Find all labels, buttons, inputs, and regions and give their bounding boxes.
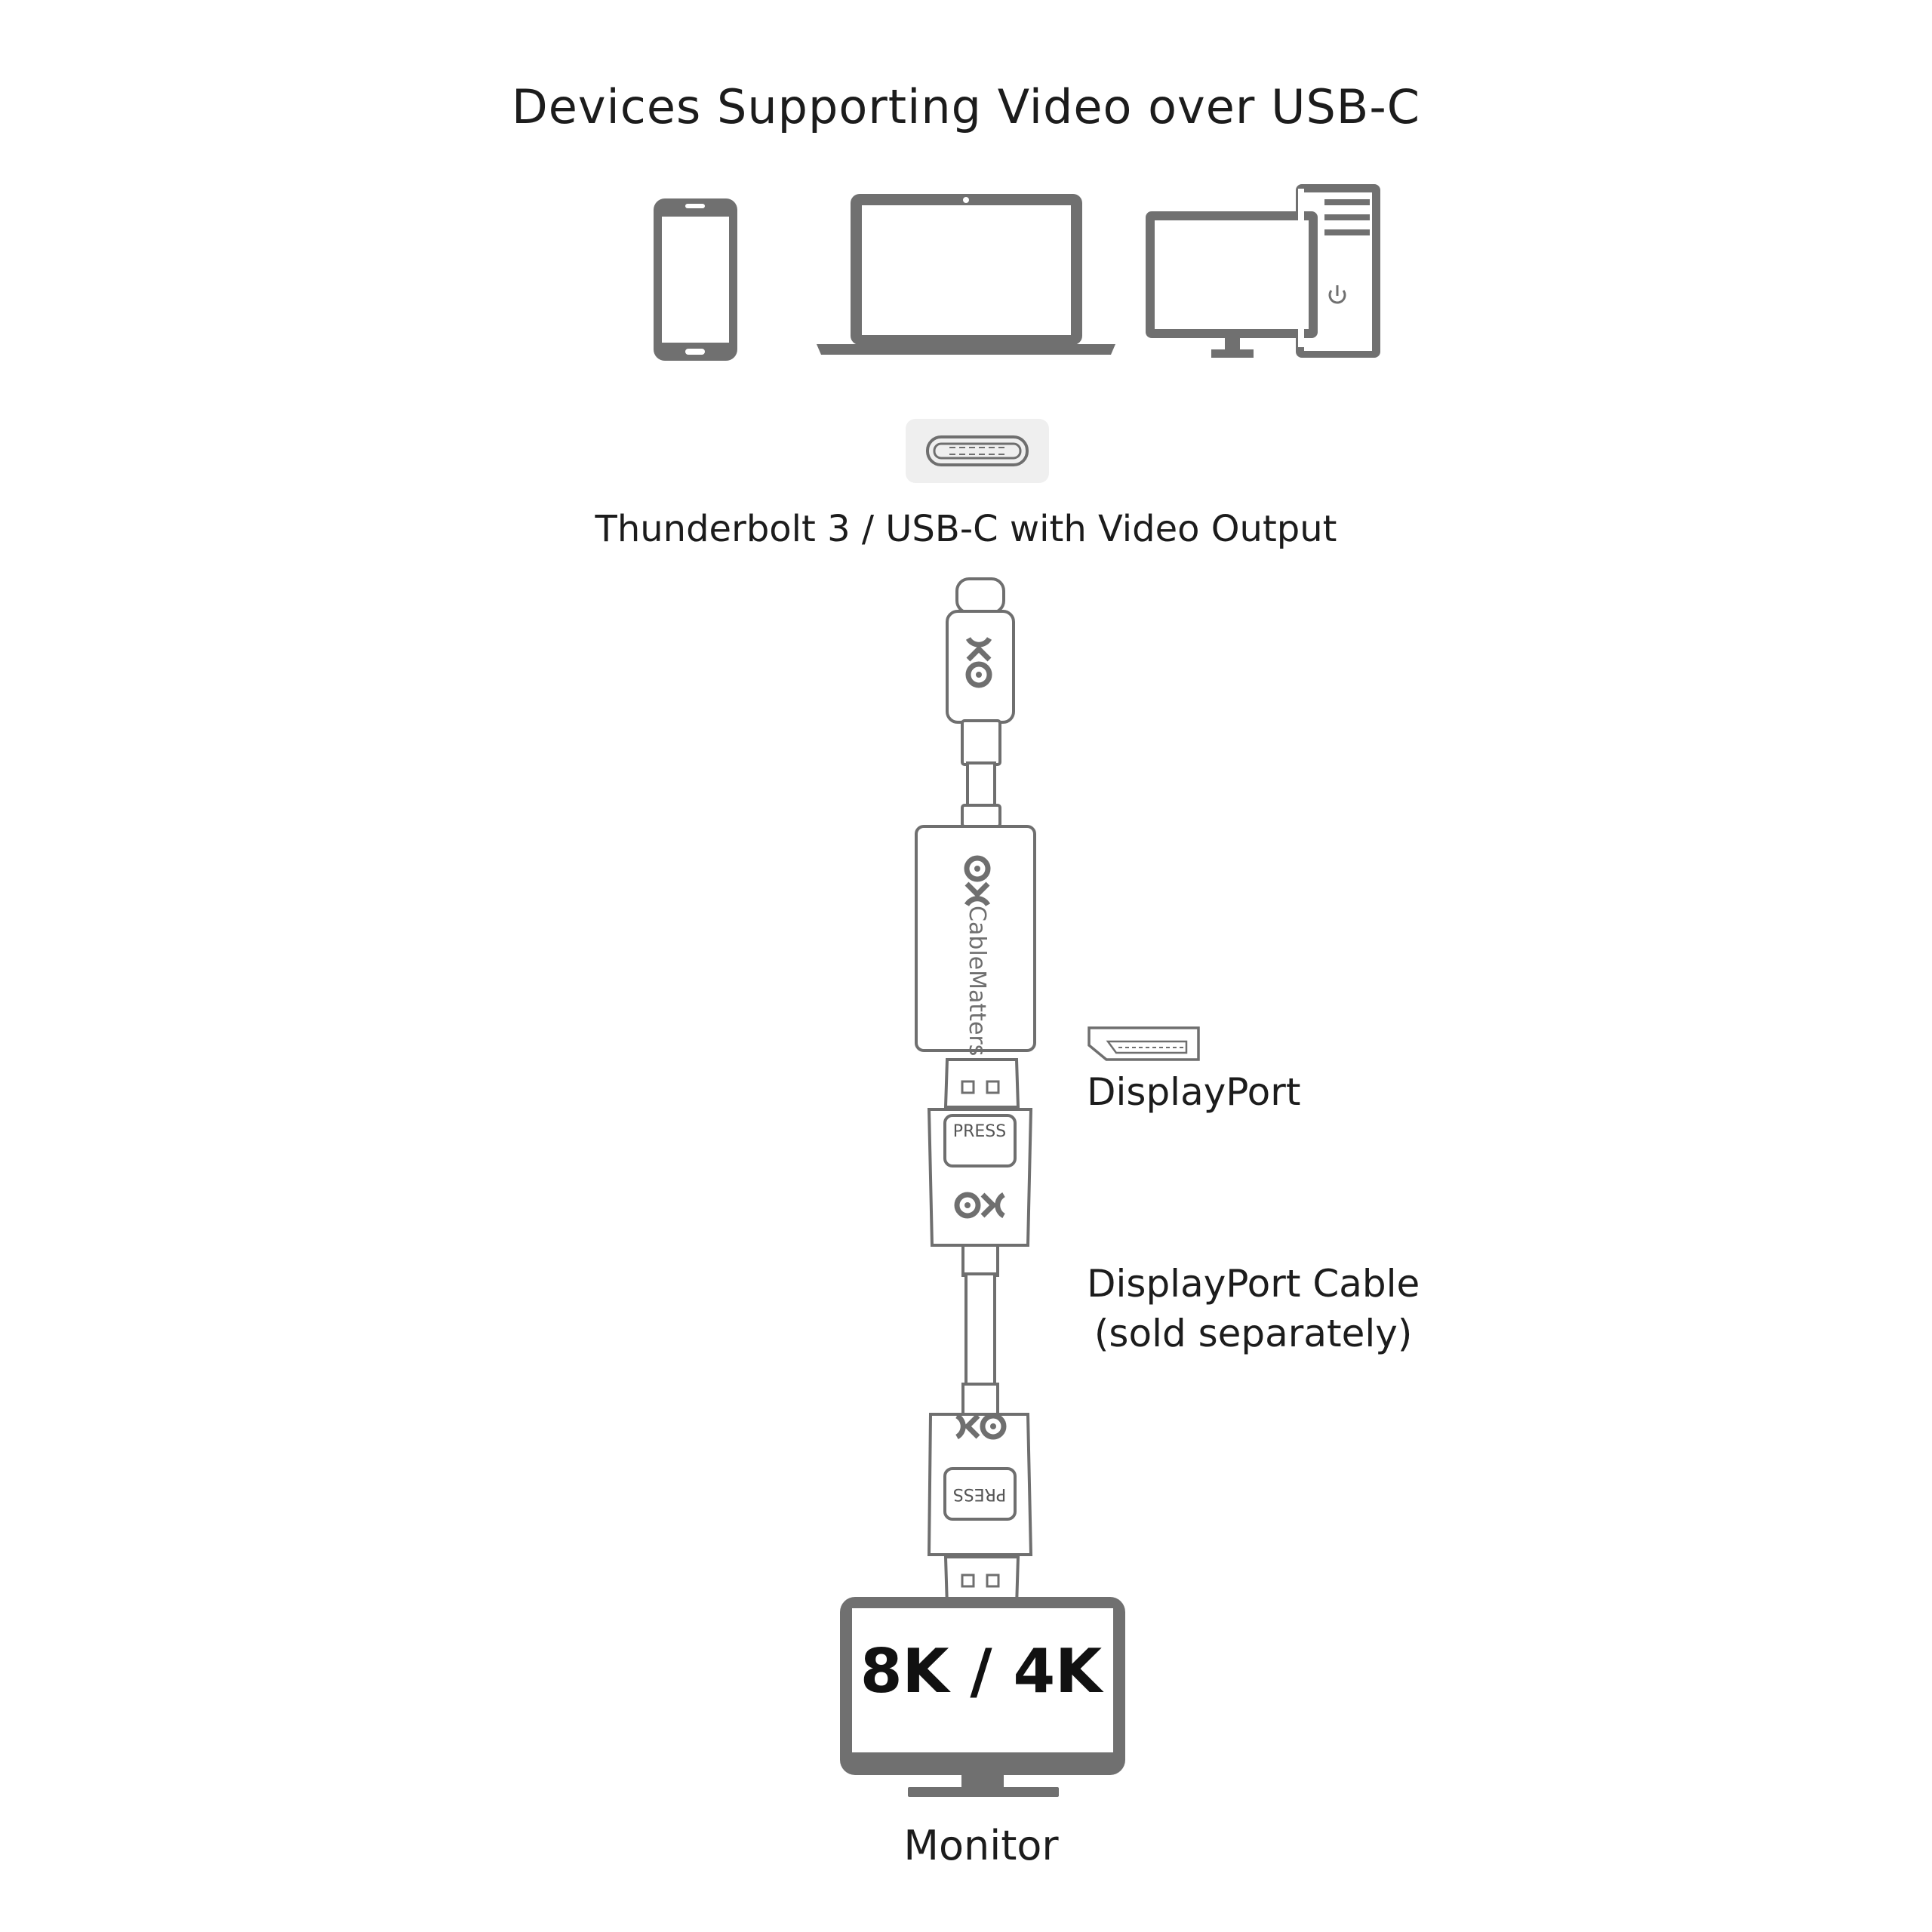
usb-c-port-icon	[906, 419, 1049, 483]
adapter-body	[915, 825, 1036, 1052]
press-text-lower: PRESS	[953, 1484, 1006, 1503]
adapter-brand-text: CableMatters	[964, 906, 990, 1056]
usb-c-port-label: Thunderbolt 3 / USB-C with Video Output	[595, 508, 1337, 550]
cable-label-line1: DisplayPort Cable	[1087, 1262, 1420, 1306]
usb-c-plug-icon	[946, 577, 1015, 828]
monitor-icon	[840, 1597, 1125, 1797]
desktop-computer-icon	[1146, 184, 1380, 358]
displayport-port-icon	[1088, 1026, 1200, 1061]
diagram-title: Devices Supporting Video over USB-C	[511, 79, 1421, 134]
smartphone-icon	[654, 198, 737, 361]
press-text-upper: PRESS	[953, 1122, 1006, 1141]
displayport-plug-upper	[927, 1058, 1033, 1416]
displayport-label: DisplayPort	[1087, 1070, 1301, 1114]
cable-label: DisplayPort Cable (sold separately)	[1087, 1259, 1420, 1358]
cable-label-line2: (sold separately)	[1094, 1312, 1413, 1355]
laptop-icon	[817, 194, 1115, 355]
displayport-plug-lower	[927, 1413, 1033, 1608]
monitor-resolution-text: 8K / 4K	[860, 1636, 1103, 1706]
monitor-label: Monitor	[903, 1822, 1059, 1869]
power-icon	[1328, 285, 1346, 304]
